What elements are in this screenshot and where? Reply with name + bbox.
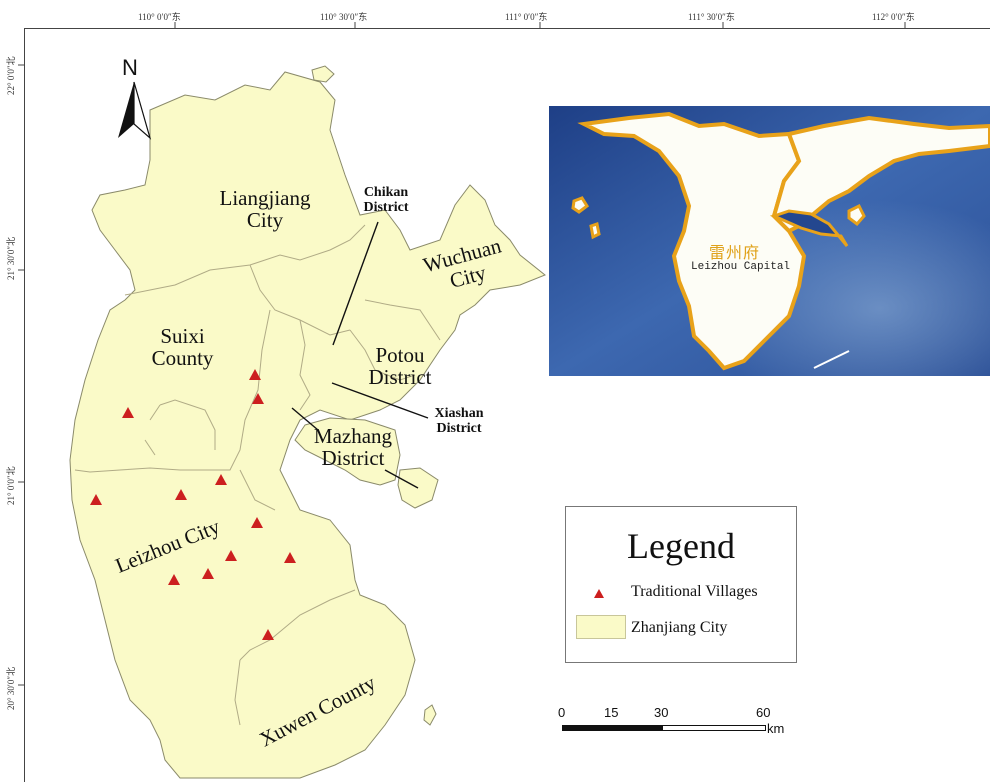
scale-label: 15 [604,705,619,720]
village-marker [215,474,227,485]
traditional-villages [90,369,296,640]
mainland [69,71,546,779]
legend: Legend Traditional Villages Zhanjiang Ci… [565,506,797,663]
region-label-potou: Potou District [368,343,432,390]
graticule-top-label: 111° 30′0″东 [688,12,735,22]
village-triangle-icon [594,589,604,598]
islet-ne [311,65,335,83]
graticule-top-label: 110° 0′0″东 [138,12,181,22]
scale-segment [562,725,612,731]
scale-bar: 0 15 30 60 km [558,705,800,745]
inset-title: 雷州府 [709,243,761,262]
village-marker [252,393,264,404]
scale-segment [612,725,662,731]
island-mazhang [294,417,401,486]
region-label-suixi: Suixi County [151,324,214,371]
north-arrow [118,81,152,140]
village-marker [202,568,214,579]
region-label-chikan: Chikan District [363,185,409,215]
village-marker [249,369,261,380]
graticule-top-label: 110° 30′0″东 [320,12,368,22]
village-marker [175,489,187,500]
region-label-liangjiang: Liangjiang City [219,186,311,233]
village-marker [262,629,274,640]
legend-title: Legend [627,526,735,566]
district-boundaries [74,224,441,726]
islet-s [423,704,437,726]
inset-map: 雷州府 Leizhou Capital [549,106,990,376]
map-frame [24,28,990,782]
graticule-top-label: 112° 0′0″东 [872,12,915,22]
legend-item-city: Zhanjiang City [631,619,728,636]
scale-label: 60 [756,705,771,720]
legend-item-villages: Traditional Villages [631,583,758,600]
village-marker [284,552,296,563]
north-label: N [122,55,138,80]
village-marker [90,494,102,505]
land-swatch-icon [576,615,626,639]
region-label-xiashan: Xiashan District [434,406,484,436]
scale-unit: km [767,721,785,736]
scale-segment [662,725,766,731]
scale-label: 0 [558,705,566,720]
land-mass [69,65,546,779]
village-marker [168,574,180,585]
scale-label: 30 [654,705,669,720]
inset-image [549,106,990,376]
village-marker [251,517,263,528]
region-label-mazhang: Mazhang District [313,424,393,471]
village-marker [225,550,237,561]
village-marker [122,407,134,418]
leader-lines [291,221,429,489]
inset-caption: Leizhou Capital [691,261,791,273]
graticule-top-label: 111° 0′0″东 [505,12,548,22]
